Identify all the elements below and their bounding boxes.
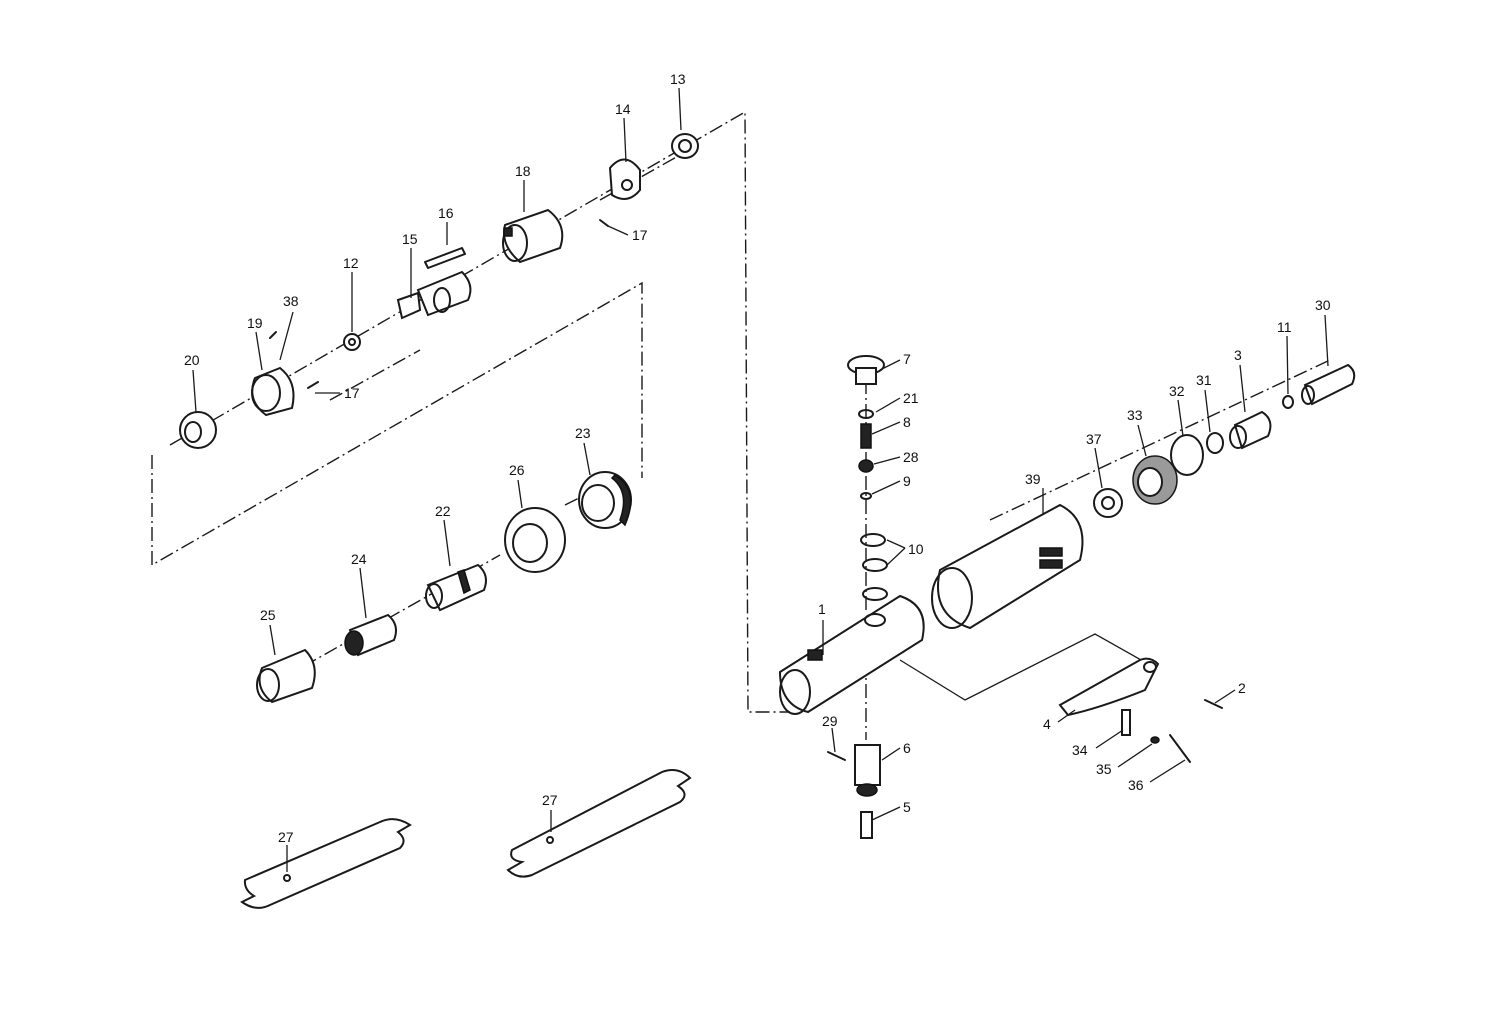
callout-8: 8 [903,414,911,430]
part-22-spindle [425,563,487,612]
part-33-exhaust-ring [1132,455,1178,505]
callout-35: 35 [1096,761,1112,777]
part-26-gear-ring [504,507,566,573]
callout-5: 5 [903,799,911,815]
part-27-wrench-a [240,818,412,909]
callout-labels: 13 14 18 16 17 15 12 38 19 20 17 23 26 2… [184,71,1331,845]
part-29-pin [827,751,846,761]
part-23-lock-ring [578,471,632,529]
part-12-washer [343,333,361,351]
part-18-cylinder [502,208,564,264]
callout-17-upper: 17 [632,227,648,243]
callout-27-left: 27 [278,829,294,845]
callout-6: 6 [903,740,911,756]
callout-4: 4 [1043,716,1051,732]
callout-27-right: 27 [542,792,558,808]
part-31-o-ring [1206,432,1224,454]
callout-1: 1 [818,601,826,617]
callout-37: 37 [1086,431,1102,447]
part-20-bearing [179,411,217,449]
callout-20: 20 [184,352,200,368]
part-39-grip-sleeve [931,503,1084,630]
part-11-o-ring [1282,395,1294,409]
callout-38: 38 [283,293,299,309]
pins-17-38 [269,219,609,389]
assembly-axis-lines [151,110,1331,740]
part-14-end-plate [608,158,641,200]
callout-14: 14 [615,101,631,117]
part-4-lever [1058,657,1160,717]
callout-24: 24 [351,551,367,567]
callout-11: 11 [1277,319,1292,335]
callout-32: 32 [1169,383,1185,399]
callout-18: 18 [515,163,531,179]
part-30-inlet-fitting [1301,363,1356,406]
callout-29: 29 [822,713,838,729]
part-25-collet-nut [256,648,316,704]
callout-30: 30 [1315,297,1331,313]
part-24-collet [344,613,397,657]
callout-15: 15 [402,231,418,247]
callout-23: 23 [575,425,591,441]
callout-28: 28 [903,449,919,465]
callout-7: 7 [903,351,911,367]
part-32-o-ring [1170,434,1204,476]
callout-9: 9 [903,473,911,489]
callout-13: 13 [670,71,686,87]
callout-25: 25 [260,607,276,623]
parts-21-8-28-9-10-valve [858,409,888,601]
part-1-housing [778,594,925,715]
part-27-wrench-b [506,769,692,878]
part-13-bearing [671,133,699,159]
part-6-valve-seat [854,744,881,797]
callout-39: 39 [1025,471,1041,487]
callout-10: 10 [908,541,924,557]
callout-2: 2 [1238,680,1246,696]
callout-21: 21 [903,390,919,406]
part-37-washer [1093,488,1123,518]
part-7-valve-cap [847,355,885,385]
callout-22: 22 [435,503,451,519]
part-15-rotor [396,270,472,320]
callout-33: 33 [1127,407,1143,423]
callout-34: 34 [1072,742,1088,758]
part-5-valve-stem [860,811,873,839]
callout-31: 31 [1196,372,1212,388]
parts-2-34-35-36-pins [1121,699,1223,763]
leader-lines [192,87,1329,872]
callout-16: 16 [438,205,454,221]
callout-3: 3 [1234,347,1242,363]
part-16-blade [424,247,466,269]
part-3-inlet-bushing [1229,410,1272,450]
callout-36: 36 [1128,777,1144,793]
callout-12: 12 [343,255,359,271]
callout-26: 26 [509,462,525,478]
part-19-front-plate [251,366,295,417]
callout-17-lower: 17 [344,385,360,401]
callout-19: 19 [247,315,263,331]
